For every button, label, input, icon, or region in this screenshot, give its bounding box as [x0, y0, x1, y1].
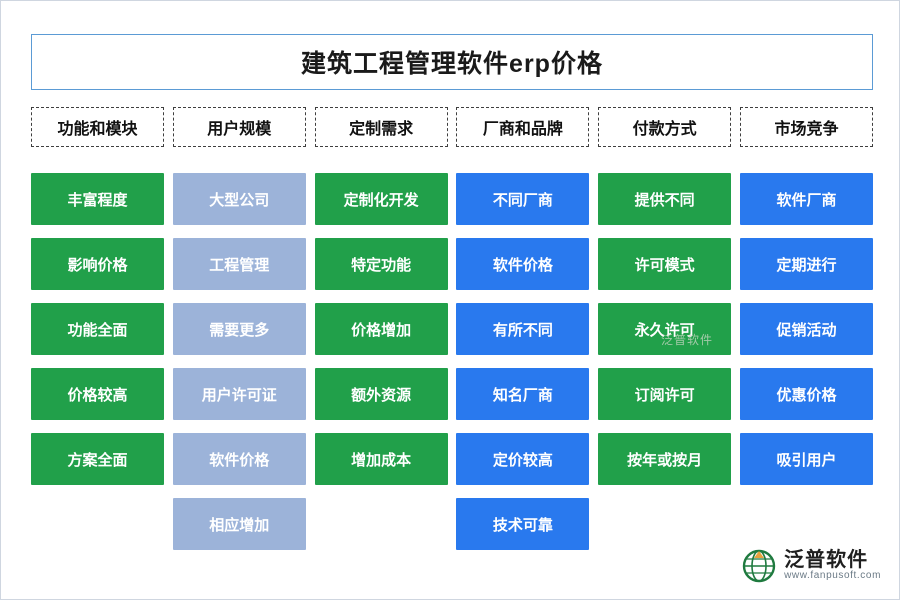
cell-4-0: 提供不同 — [598, 173, 732, 225]
cell-1-4: 软件价格 — [172, 433, 306, 485]
cell-2-1: 特定功能 — [314, 238, 448, 290]
header-cell-5: 市场竞争 — [739, 107, 873, 147]
header-cell-3: 厂商和品牌 — [456, 107, 590, 147]
logo-name: 泛普软件 — [784, 549, 869, 572]
cell-3-3: 知名厂商 — [456, 368, 590, 420]
column-1: 大型公司 工程管理 需要更多 用户许可证 软件价格 相应增加 — [172, 173, 306, 550]
logo-url: www.fanpusoft.com — [784, 570, 881, 582]
title-box: 建筑工程管理软件erp价格 — [31, 34, 873, 90]
cell-0-4: 方案全面 — [31, 433, 164, 485]
header-cell-0: 功能和模块 — [31, 107, 164, 147]
header-label-2: 定制需求 — [349, 121, 414, 138]
cell-2-0: 定制化开发 — [314, 173, 448, 225]
cell-1-3: 用户许可证 — [172, 368, 306, 420]
header-cell-2: 定制需求 — [314, 107, 448, 147]
cell-4-2: 永久许可 — [598, 303, 732, 355]
cell-3-2: 有所不同 — [456, 303, 590, 355]
header-label-4: 付款方式 — [632, 121, 697, 138]
cell-5-2: 促销活动 — [739, 303, 873, 355]
header-cell-1: 用户规模 — [172, 107, 306, 147]
cell-3-4: 定价较高 — [456, 433, 590, 485]
cell-4-3: 订阅许可 — [598, 368, 732, 420]
column-0: 丰富程度 影响价格 功能全面 价格较高 方案全面 — [31, 173, 164, 550]
cell-1-5: 相应增加 — [172, 498, 306, 550]
header-label-0: 功能和模块 — [57, 121, 138, 138]
globe-icon — [742, 549, 776, 583]
cell-4-4: 按年或按月 — [598, 433, 732, 485]
cell-3-0: 不同厂商 — [456, 173, 590, 225]
cell-0-0: 丰富程度 — [31, 173, 164, 225]
header-label-1: 用户规模 — [207, 121, 272, 138]
header-label-3: 厂商和品牌 — [482, 121, 563, 138]
cell-3-1: 软件价格 — [456, 238, 590, 290]
cell-1-1: 工程管理 — [172, 238, 306, 290]
column-3: 不同厂商 软件价格 有所不同 知名厂商 定价较高 技术可靠 — [456, 173, 590, 550]
header-cell-4: 付款方式 — [598, 107, 732, 147]
cell-3-5: 技术可靠 — [456, 498, 590, 550]
cell-5-1: 定期进行 — [739, 238, 873, 290]
cell-2-2: 价格增加 — [314, 303, 448, 355]
brand-logo: 泛普软件 www.fanpusoft.com — [742, 549, 881, 583]
cell-5-3: 优惠价格 — [739, 368, 873, 420]
column-2: 定制化开发 特定功能 价格增加 额外资源 增加成本 — [314, 173, 448, 550]
cell-2-4: 增加成本 — [314, 433, 448, 485]
cell-1-2: 需要更多 — [172, 303, 306, 355]
cell-0-1: 影响价格 — [31, 238, 164, 290]
cell-2-3: 额外资源 — [314, 368, 448, 420]
page-title: 建筑工程管理软件erp价格 — [301, 50, 603, 78]
header-row: 功能和模块 用户规模 定制需求 厂商和品牌 付款方式 市场竞争 — [31, 107, 873, 147]
cell-5-0: 软件厂商 — [739, 173, 873, 225]
logo-text: 泛普软件 www.fanpusoft.com — [784, 550, 881, 582]
header-label-5: 市场竞争 — [774, 121, 839, 138]
watermark-text: 泛普软件 — [661, 333, 714, 347]
cell-0-3: 价格较高 — [31, 368, 164, 420]
cell-1-0: 大型公司 — [172, 173, 306, 225]
column-4: 提供不同 许可模式 永久许可 订阅许可 按年或按月 — [598, 173, 732, 550]
cell-4-1: 许可模式 — [598, 238, 732, 290]
cell-0-2: 功能全面 — [31, 303, 164, 355]
cell-5-4: 吸引用户 — [739, 433, 873, 485]
columns-container: 丰富程度 影响价格 功能全面 价格较高 方案全面 大型公司 工程管理 需要更多 … — [31, 173, 873, 550]
column-5: 软件厂商 定期进行 促销活动 优惠价格 吸引用户 — [739, 173, 873, 550]
